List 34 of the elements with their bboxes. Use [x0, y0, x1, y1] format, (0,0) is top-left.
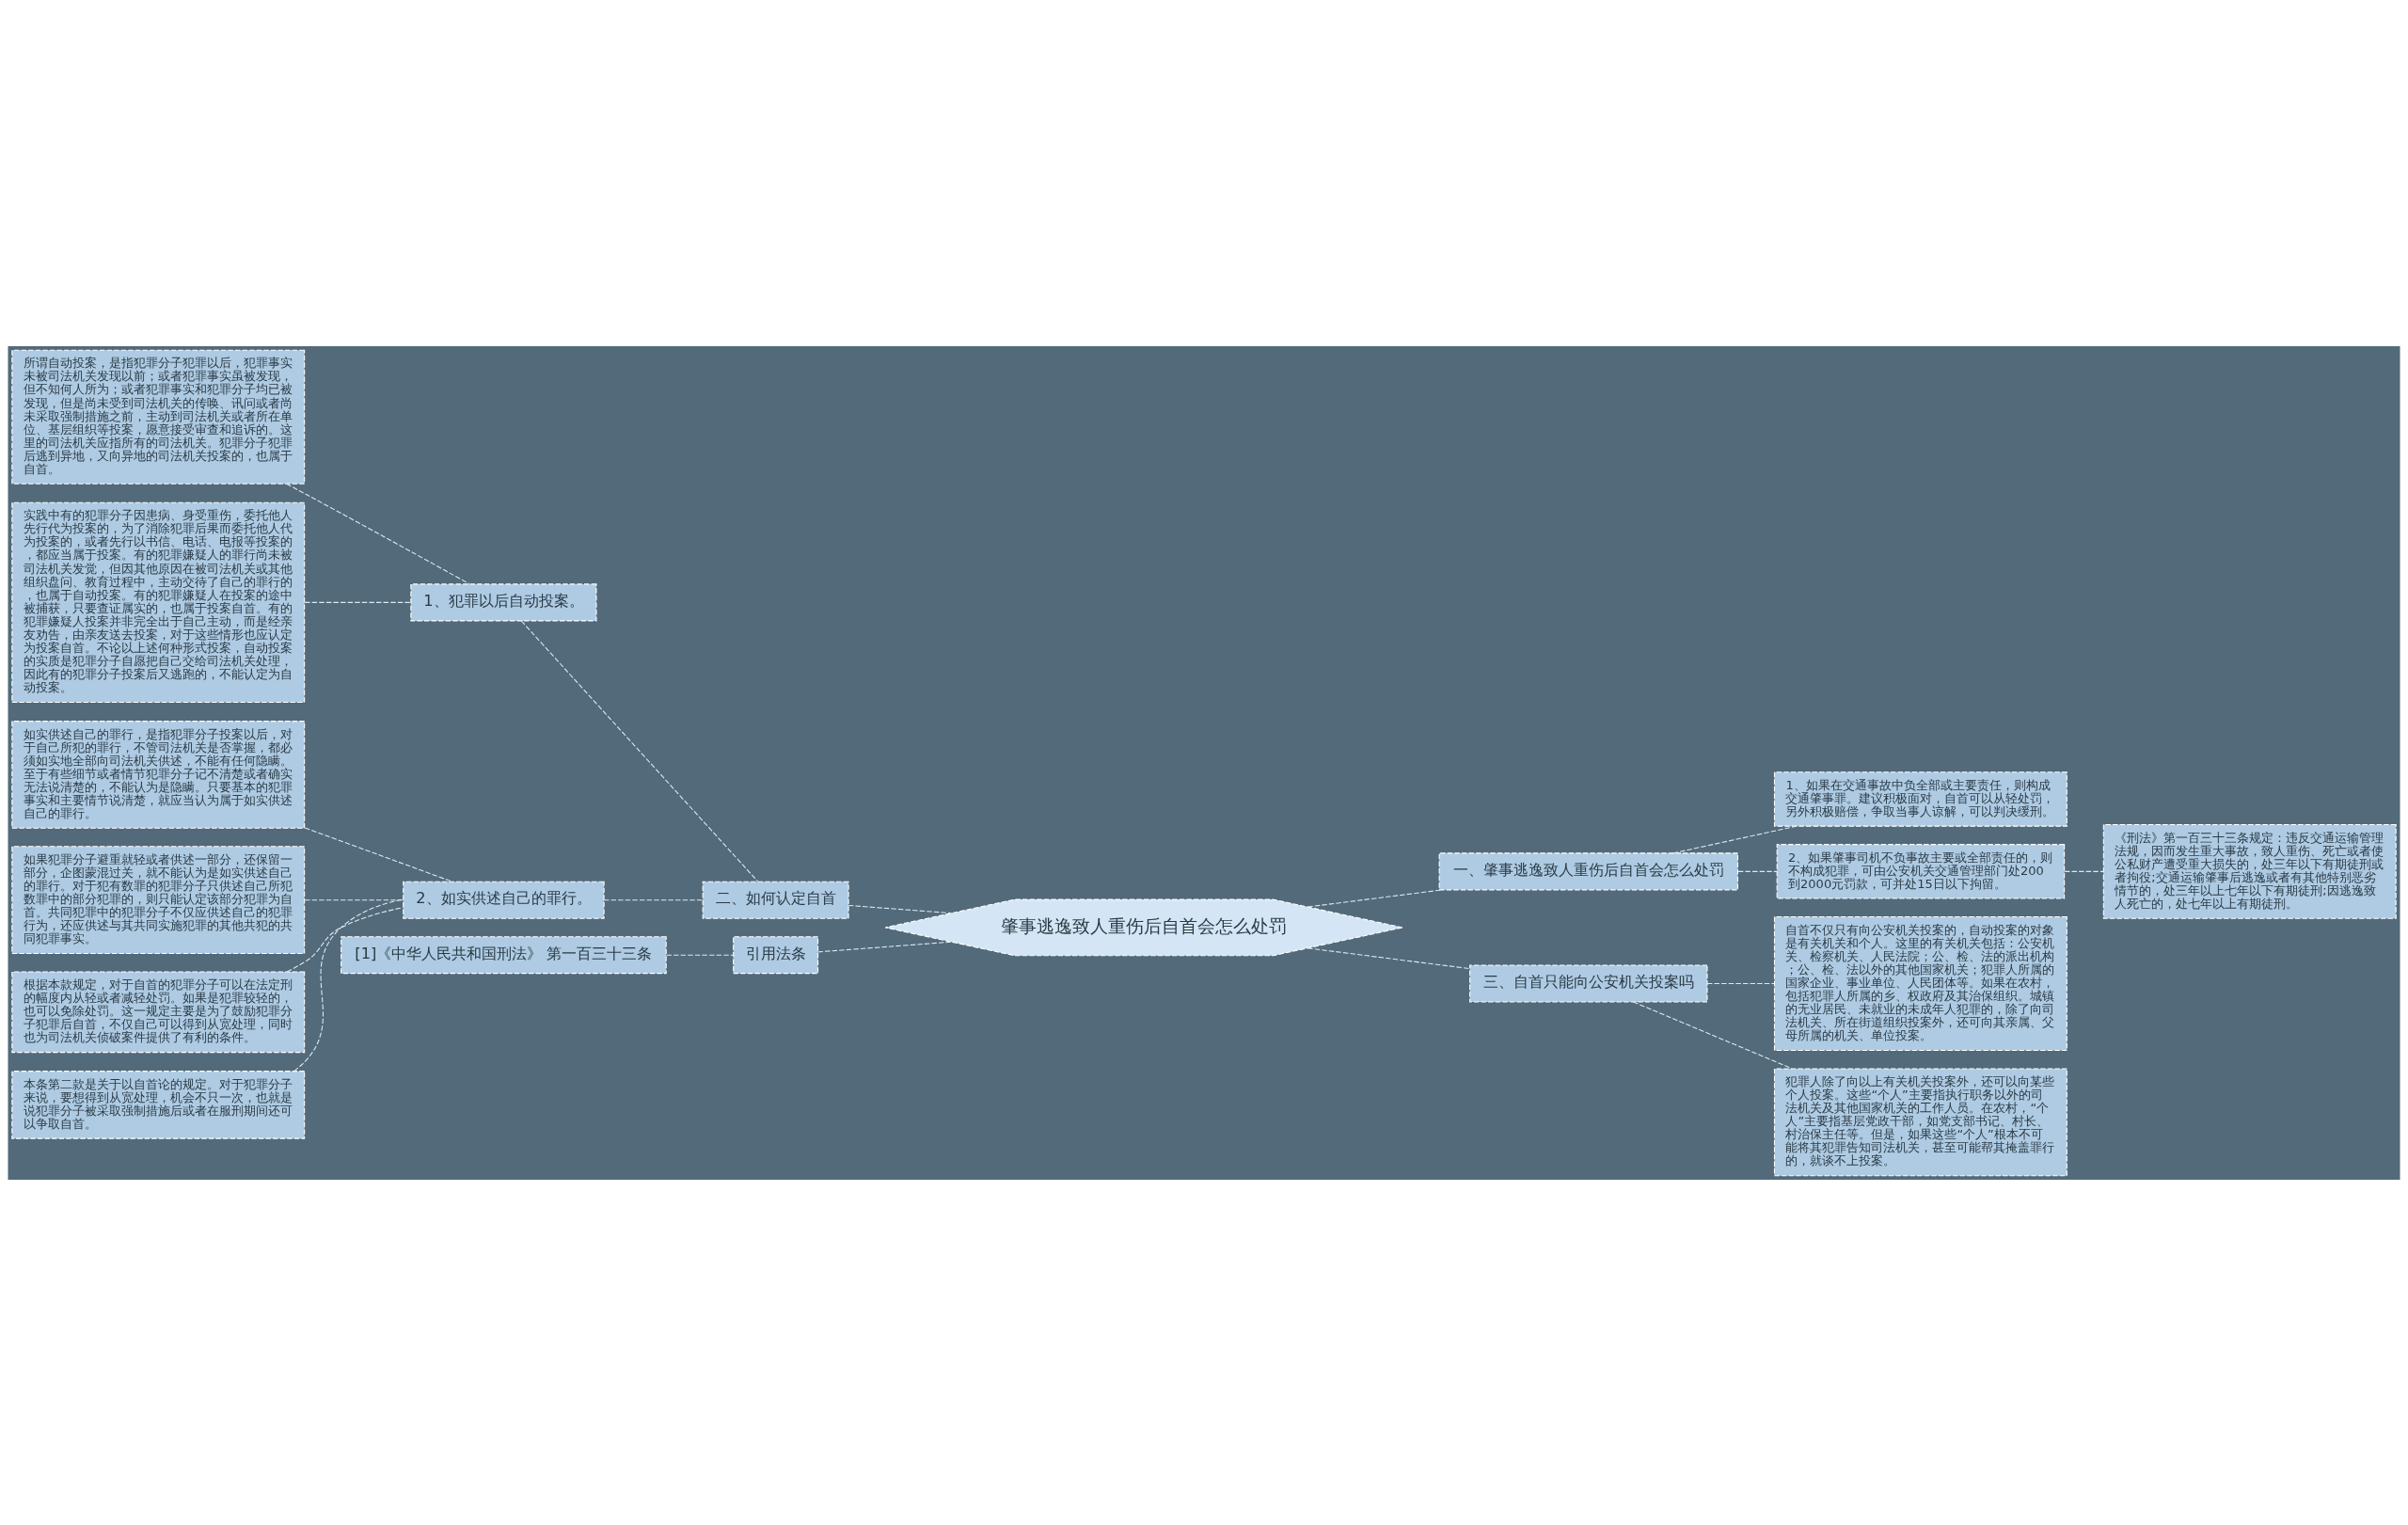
node-box: 二、如何认定自首: [702, 881, 849, 919]
connector: [1632, 1001, 1793, 1069]
node-box: 《刑法》第一百三十三条规定：违反交通运输管理法规，因而发生重大事故，致人重伤、死亡或者使公私财产遭受重大损失的，处三年以下有期徒刑或者拘役;交通运输肇事后逃逸或者有其他特别恶劣情节的，处三年以上七年以下有期徒刑;因逃逸致人死亡的，处七年以上有期徒刑。: [2102, 823, 2397, 919]
node-box: 1、犯罪以后自动投案。: [410, 582, 597, 621]
connector: [665, 954, 735, 956]
node-box: 犯罪人除了向以上有关机关投案外，还可以向某些个人投案。这些“个人”主要指执行职务以外的司法机关及其他国家机关的工作人员。在农村，“个人”主要指基层党政干部，如党支部书记、村长、村治保主任等。但是，如果这些“个人”根本不可能将其犯罪告知司法机关，甚至可能帮其掩盖罪行的，就谈不上投案。: [1773, 1067, 2067, 1176]
connector: [1307, 888, 1444, 908]
node-box: 引用法条: [733, 935, 819, 974]
node-box: 如果犯罪分子避重就轻或者供述一部分，还保留一部分，企图蒙混过关，就不能认为是如实供述自己的罪行。对于犯有数罪的犯罪分子只供述自己所犯数罪中的部分犯罪的，则只能认定该部分犯罪为自首。共同犯罪中的犯罪分子不仅应供述自己的犯罪行为，还应供述与其共同实施犯罪的其他共犯的共同犯罪事实。: [11, 845, 306, 954]
node-box: 自首不仅只有向公安机关投案的，自动投案的对象是有关机关和个人。这里的有关机关包括：公安机关、检察机关、人民法院；公、检、法的派出机构；公、检、法以外的其他国家机关；犯罪人所属的国家企业、事业单位、人民团体等。如果在农村，包括犯罪人所属的乡、权政府及其治保组织。城镇的无业居民、未就业的未成年人犯罪的，除了向司法机关、所在街道组织投案外，还可向其亲属、父母所属的机关、单位投案。: [1773, 915, 2067, 1051]
connector: [817, 941, 952, 952]
connector: [286, 906, 404, 972]
connector: [520, 620, 759, 882]
connector: [304, 826, 453, 882]
connector: [2064, 870, 2104, 872]
node-box: 三、自首只能向公安机关投案吗: [1469, 963, 1708, 1003]
connector: [285, 483, 470, 584]
node-box: 所谓自动投案，是指犯罪分子犯罪以后，犯罪事实未被司法机关发现以前；或者犯罪事实虽被发现，但不知何人所为；或者犯罪事实和犯罪分子均已被发现，但是尚未受到司法机关的传唤、讯问或者尚未采取强制措施之前，主动到司法机关或者所在单位、基层组织等投案，愿意接受审查和追诉的。这里的司法机关应指所有的司法机关。犯罪分子犯罪后逃到异地，又向异地的司法机关投案的，也属于自首。: [11, 349, 306, 485]
connector: [848, 904, 953, 913]
node-box: 根据本款规定，对于自首的犯罪分子可以在法定刑的幅度内从轻或者减轻处罚。如果是犯罪较轻的，也可以免除处罚。这一规定主要是为了鼓励犯罪分子犯罪后自首，不仅自己可以得到从宽处理，同时也为司法机关侦破案件提供了有利的条件。: [11, 971, 306, 1053]
node-box: 本条第二款是关于以自首论的规定。对于犯罪分子来说，要想得到从宽处理，机会不只一次，也就是说犯罪分子被采取强制措施后或者在服刑期间还可以争取自首。: [11, 1070, 306, 1139]
connector: [1706, 982, 1775, 984]
node-box: 1、如果在交通事故中负全部或主要责任，则构成交通肇事罪。建议积极面对，自首可以从轻处罚，另外积极赔偿，争取当事人谅解，可以判决缓刑。: [1773, 770, 2067, 827]
node-box: 2、如果肇事司机不负事故主要或全部责任的，则不构成犯罪，可由公安机关交通管理部门处200到2000元罚款，可并处15日以下拘留。: [1776, 843, 2066, 899]
node-box: 2、如实供述自己的罪行。: [403, 881, 605, 919]
node-box: 如实供述自己的罪行，是指犯罪分子投案以后，对于自己所犯的罪行，不管司法机关是否掌握，都必须如实地全部向司法机关供述，不能有任何隐瞒。至于有些细节或者情节犯罪分子记不清楚或者确实无法说清楚的，不能认为是隐瞒。只要基本的犯罪事实和主要情节说清楚，就应当认为属于如实供述自己的罪行。: [11, 720, 306, 829]
connector: [1307, 946, 1470, 969]
node-box: 实践中有的犯罪分子因患病、身受重伤，委托他人先行代为投案的，为了消除犯罪后果而委托他人代为投案的，或者先行以书信、电话、电报等投案的，都应当属于投案。有的犯罪嫌疑人的罪行尚未被司法机关发觉，但因其他原因在被司法机关或其他组织盘问、教育过程中，主动交待了自己的罪行的，也属于自动投案。有的犯罪嫌疑人在投案的途中被捕获，只要查证属实的，也属于投案自首。有的犯罪嫌疑人投案并非完全出于自己主动，而是经亲友劝告，由亲友送去投案，对于这些情形也应认定为投案自首。不论以上述何种形式投案，自动投案的实质是犯罪分子自愿把自己交给司法机关处理，因此有的犯罪分子投案后又逃跑的，不能认定为自动投案。: [11, 501, 306, 703]
connector: [293, 898, 404, 1072]
node-box: 一、肇事逃逸致人重伤后自首会怎么处罚: [1438, 851, 1738, 890]
connector: [1672, 825, 1798, 853]
connector: [1737, 870, 1778, 872]
node-box: [1]《中华人民共和国刑法》 第一百三十三条: [341, 935, 667, 974]
connector: [603, 898, 704, 900]
